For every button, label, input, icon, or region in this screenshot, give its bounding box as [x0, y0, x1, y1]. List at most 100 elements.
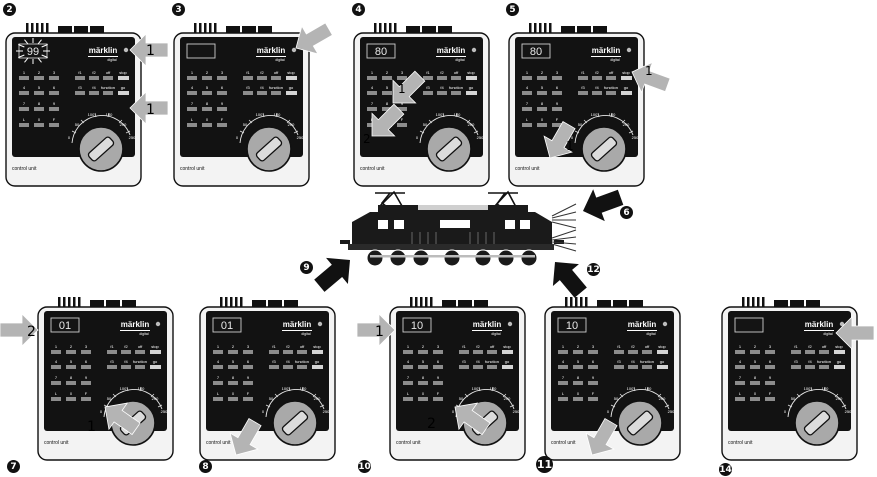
- key-label: F: [221, 117, 224, 122]
- arrow-label: 2: [27, 324, 36, 340]
- brand-sub: digital: [275, 58, 284, 62]
- key-label: 9: [221, 101, 224, 106]
- dial-scale-label: 100: [120, 386, 127, 391]
- key-label: f2: [631, 344, 635, 349]
- key-label: f4: [286, 359, 290, 364]
- key-label: f3: [581, 85, 585, 90]
- key-label: go: [660, 359, 665, 364]
- key-label: 2: [70, 344, 73, 349]
- key-label: off: [609, 70, 614, 75]
- key-label: go: [153, 359, 158, 364]
- dial-scale-label: 50: [75, 122, 80, 127]
- key-label: F: [85, 391, 88, 396]
- key-label: f4: [595, 85, 599, 90]
- dial-scale-label: 100: [472, 386, 479, 391]
- key-label: f3: [246, 85, 250, 90]
- brand-sub: digital: [610, 58, 619, 62]
- key-label: function: [449, 85, 463, 90]
- key-label: 5: [577, 359, 580, 364]
- key-label: 9: [556, 101, 559, 106]
- key-label: 3: [592, 344, 595, 349]
- key-label: function: [640, 359, 654, 364]
- key-label: go: [837, 359, 842, 364]
- key-label: 9: [592, 375, 595, 380]
- key-label: 0: [38, 117, 41, 122]
- key-label: f4: [124, 359, 128, 364]
- key-label: 5: [541, 85, 544, 90]
- dial-scale-label: 150: [645, 386, 652, 391]
- key-label: 4: [217, 359, 220, 364]
- key-label: 2: [386, 70, 389, 75]
- unit-label: control unit: [360, 166, 385, 172]
- key-label: 8: [577, 375, 580, 380]
- unit-display: 10: [566, 320, 578, 332]
- dial-scale-label: 50: [578, 122, 583, 127]
- key-label: 1: [407, 344, 410, 349]
- dial-scale-label: 200: [836, 396, 843, 401]
- key-label: L: [407, 391, 410, 396]
- key-label: f4: [631, 359, 635, 364]
- arrow-label: 1: [87, 419, 96, 435]
- dial-scale-label: 0: [68, 135, 71, 140]
- key-label: 3: [247, 344, 250, 349]
- dial-scale-label: 100: [256, 112, 263, 117]
- unit-label: control unit: [551, 440, 576, 446]
- key-label: 5: [422, 359, 425, 364]
- key-label: function: [295, 359, 309, 364]
- dial-scale-label: 250: [323, 409, 330, 414]
- arrow-label: 1: [566, 139, 574, 153]
- key-label: 9: [437, 375, 440, 380]
- key-label: 4: [526, 85, 529, 90]
- key-label: 8: [422, 375, 425, 380]
- key-label: off: [106, 70, 111, 75]
- key-label: f4: [808, 359, 812, 364]
- brand-logo: märklin: [437, 46, 466, 55]
- brand-logo: märklin: [121, 320, 150, 329]
- key-label: f3: [794, 359, 798, 364]
- key-label: 1: [55, 344, 58, 349]
- brand-logo: märklin: [628, 320, 657, 329]
- dial-scale-label: 50: [107, 396, 112, 401]
- unit-display: 80: [375, 46, 387, 58]
- dial-scale-label: 100: [282, 386, 289, 391]
- key-label: 2: [541, 70, 544, 75]
- dial-scale-label: 0: [571, 135, 574, 140]
- brand-logo: märklin: [283, 320, 312, 329]
- key-label: 3: [401, 70, 404, 75]
- dial-scale-label: 50: [614, 396, 619, 401]
- key-label: 8: [754, 375, 757, 380]
- key-label: go: [505, 359, 510, 364]
- key-label: f4: [92, 85, 96, 90]
- key-label: 1: [23, 70, 26, 75]
- key-label: f3: [617, 359, 621, 364]
- dial-scale-label: 50: [423, 122, 428, 127]
- key-label: 5: [386, 85, 389, 90]
- key-label: 4: [739, 359, 742, 364]
- key-label: 1: [371, 70, 374, 75]
- key-label: f2: [260, 70, 264, 75]
- key-label: 1: [562, 344, 565, 349]
- brand-sub: digital: [823, 332, 832, 336]
- dial-scale-label: 150: [274, 112, 281, 117]
- key-label: f1: [78, 70, 82, 75]
- key-label: F: [556, 117, 559, 122]
- key-label: 7: [526, 101, 529, 106]
- key-label: f3: [110, 359, 114, 364]
- key-label: 9: [85, 375, 88, 380]
- key-label: 7: [371, 101, 374, 106]
- key-label: 1: [526, 70, 529, 75]
- dial-scale-label: 0: [607, 409, 610, 414]
- key-label: off: [300, 344, 305, 349]
- dial-scale-label: 100: [436, 112, 443, 117]
- key-label: 5: [754, 359, 757, 364]
- key-label: 4: [407, 359, 410, 364]
- key-label: stop: [467, 70, 475, 75]
- key-label: f2: [92, 70, 96, 75]
- key-label: L: [217, 391, 220, 396]
- key-label: 6: [85, 359, 88, 364]
- key-label: function: [485, 359, 499, 364]
